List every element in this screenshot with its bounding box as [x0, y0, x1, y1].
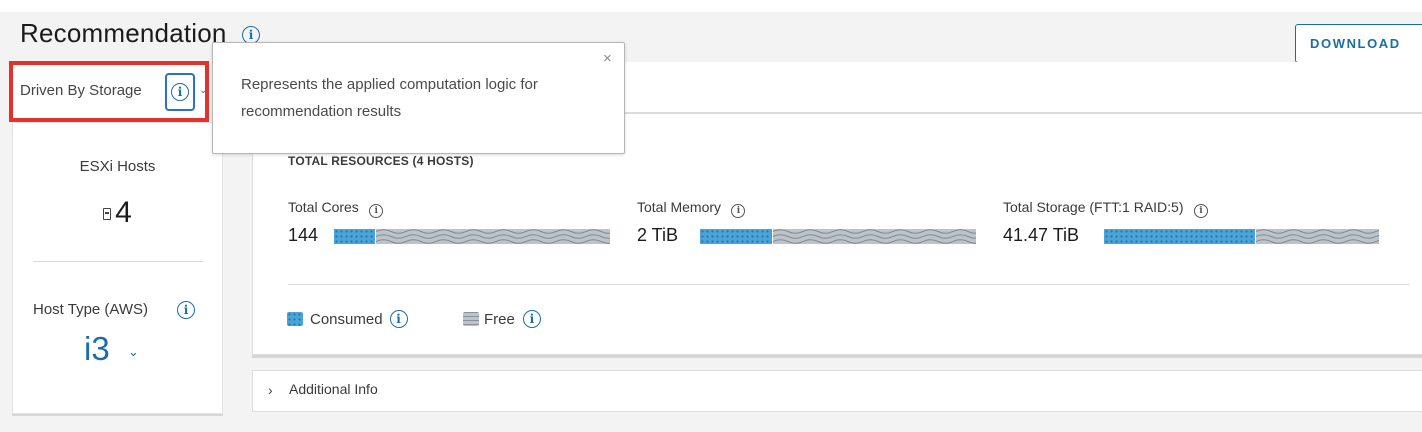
total-memory-value: 2 TiB	[637, 225, 679, 245]
total-cores-value: 144	[288, 225, 319, 245]
total-memory-consumed-segment	[700, 229, 773, 244]
page-title: Recommendation	[20, 18, 227, 48]
total-memory-free-segment	[772, 229, 976, 244]
total-storage-free-segment	[1256, 229, 1379, 244]
total-memory-block: Total Memory i	[637, 199, 746, 218]
total-memory-info-icon[interactable]: i	[731, 204, 746, 218]
resources-divider	[288, 284, 1410, 285]
logic-tooltip	[212, 42, 625, 154]
consumed-legend-label: Consumed	[310, 310, 383, 328]
host-type-info-icon[interactable]: i	[177, 301, 195, 319]
esxi-hosts-label: ESXi Hosts	[79, 158, 156, 175]
free-swatch	[463, 312, 479, 326]
total-cores-block: Total Cores i	[288, 199, 384, 218]
download-button[interactable]: DOWNLOAD	[1295, 24, 1422, 63]
chevron-right-icon[interactable]: ›	[268, 382, 273, 398]
server-icon	[103, 208, 112, 220]
hosts-summary-card	[12, 122, 223, 414]
esxi-hosts-count: 4	[115, 196, 132, 229]
total-storage-info-icon[interactable]: i	[1193, 204, 1208, 218]
total-cores-free-segment	[376, 229, 610, 244]
host-type-select[interactable]: i3	[84, 330, 110, 367]
total-cores-bar	[334, 229, 610, 244]
total-storage-consumed-segment	[1104, 229, 1257, 244]
total-memory-label: Total Memory	[637, 199, 722, 215]
total-cores-consumed-segment	[334, 229, 377, 244]
host-type-label: Host Type (AWS)	[33, 301, 149, 318]
total-cores-info-icon[interactable]: i	[369, 204, 384, 218]
summary-divider	[33, 261, 203, 262]
total-storage-block: Total Storage (FTT:1 RAID:5) i	[1003, 199, 1208, 218]
total-storage-value: 41.47 TiB	[1003, 225, 1080, 245]
total-memory-bar	[700, 229, 976, 244]
additional-info-label[interactable]: Additional Info	[289, 381, 378, 397]
legend-free: Free i	[463, 310, 541, 328]
consumed-info-icon[interactable]: i	[389, 310, 408, 328]
consumed-swatch	[287, 312, 303, 326]
legend-consumed: Consumed i	[287, 310, 408, 328]
logic-selector-label[interactable]: Driven By Storage	[20, 82, 142, 99]
close-icon[interactable]: ×	[603, 50, 612, 67]
logic-dropdown-chevron-icon[interactable]: ⌄	[199, 85, 208, 96]
esxi-hosts-value: 4	[12, 196, 223, 230]
logic-info-button[interactable]: i	[165, 73, 195, 111]
free-legend-label: Free	[484, 310, 515, 328]
total-cores-label: Total Cores	[288, 199, 359, 215]
chevron-down-icon[interactable]: ⌄	[128, 344, 139, 359]
logic-info-icon: i	[171, 83, 189, 101]
tooltip-text: Represents the applied computation logic…	[241, 76, 538, 120]
additional-info-panel[interactable]	[252, 370, 1422, 412]
free-info-icon[interactable]: i	[522, 310, 541, 328]
total-resources-title: TOTAL RESOURCES (4 HOSTS)	[288, 154, 474, 168]
total-storage-bar	[1104, 229, 1379, 244]
total-storage-label: Total Storage (FTT:1 RAID:5)	[1003, 199, 1184, 215]
